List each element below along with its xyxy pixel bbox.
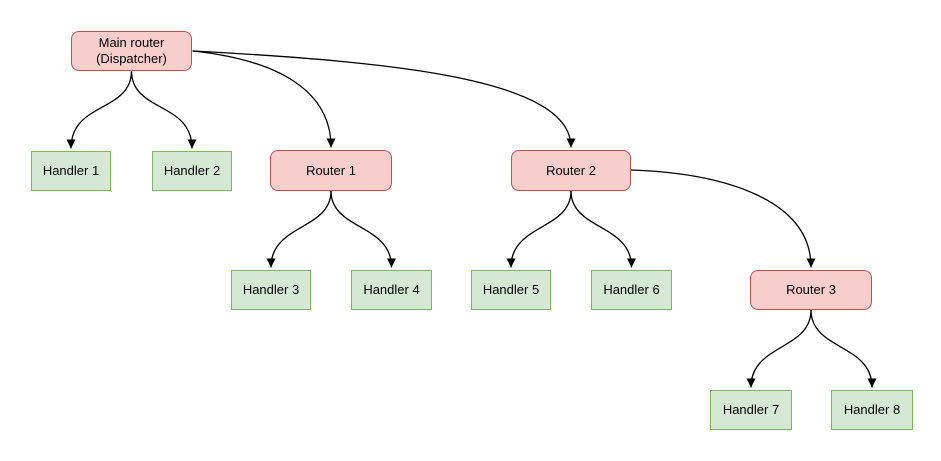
node-handler-3: Handler 3 (231, 270, 311, 310)
node-label: Handler 5 (482, 282, 540, 297)
edge-main-to-handler2 (130, 70, 197, 149)
node-handler-6: Handler 6 (591, 270, 672, 310)
edge-router1-to-handler3 (266, 190, 332, 268)
node-label: Handler 4 (363, 282, 420, 297)
node-label: Handler 1 (42, 163, 100, 178)
node-router-1: Router 1 (270, 150, 392, 191)
node-label: Handler 3 (242, 282, 300, 297)
edge-router3-to-handler8 (810, 309, 877, 388)
node-handler-2: Handler 2 (152, 151, 232, 191)
node-label: Handler 6 (603, 282, 660, 297)
edge-router2-to-handler6 (570, 190, 636, 268)
node-router-3: Router 3 (750, 270, 872, 310)
node-label: Handler 2 (163, 163, 221, 178)
node-main-router: Main router (Dispatcher) (71, 31, 192, 71)
node-label: Main router (Dispatcher) (96, 35, 167, 66)
edge-router2-to-handler5 (506, 190, 572, 268)
node-handler-4: Handler 4 (351, 270, 432, 310)
edge-main-to-router2 (192, 50, 576, 148)
edge-main-to-handler1 (66, 70, 133, 149)
node-handler-8: Handler 8 (831, 390, 913, 430)
node-handler-5: Handler 5 (471, 270, 551, 310)
node-handler-7: Handler 7 (710, 390, 792, 430)
edge-main-to-router1 (192, 50, 336, 148)
node-label: Router 3 (786, 282, 836, 297)
node-router-2: Router 2 (511, 150, 631, 191)
edge-router2-to-router3 (630, 169, 816, 268)
node-label: Handler 8 (843, 402, 901, 417)
node-label: Handler 7 (722, 402, 780, 417)
node-label: Router 2 (546, 162, 596, 178)
edge-router3-to-handler7 (746, 309, 812, 388)
node-handler-1: Handler 1 (31, 151, 111, 191)
edge-router1-to-handler4 (330, 190, 396, 268)
node-label: Router 1 (306, 162, 356, 178)
